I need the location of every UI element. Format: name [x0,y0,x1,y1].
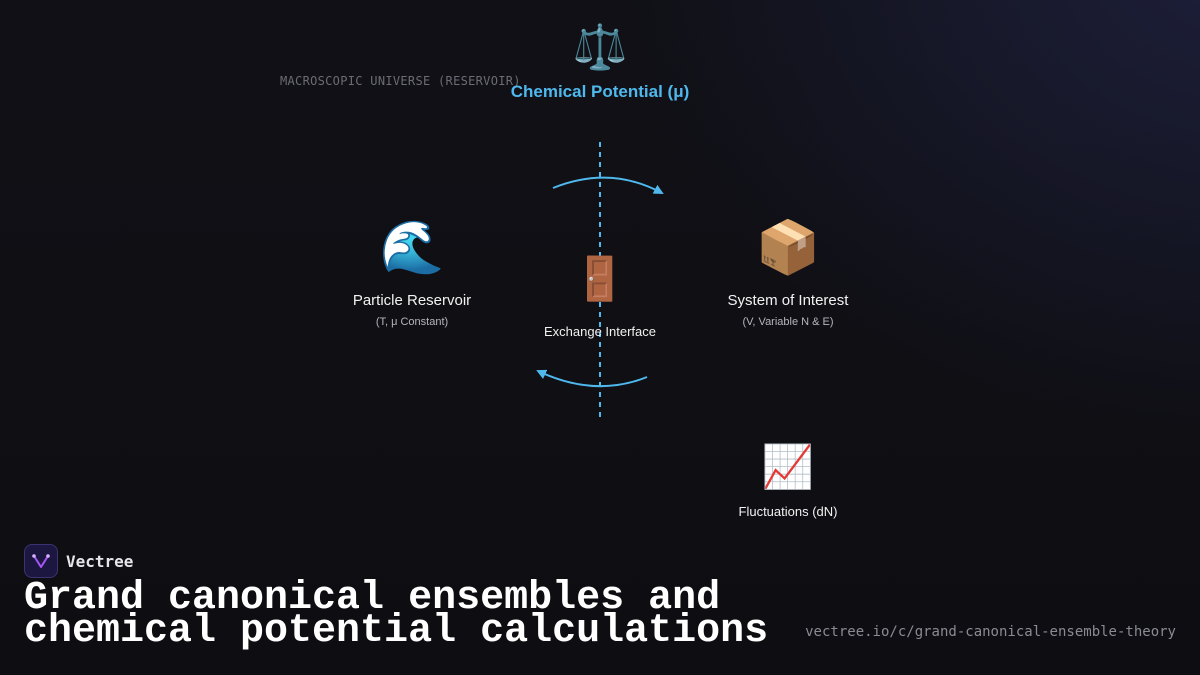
brand[interactable]: Vectree [24,544,133,578]
interface-label: Exchange Interface [543,324,657,339]
water-wave-icon: 🌊 [379,218,445,278]
exchange-interface-node: 🚪 Exchange Interface [543,254,657,340]
reservoir-title: Particle Reservoir [352,292,472,309]
balance-scale-icon: ⚖️ [572,22,628,73]
door-icon: 🚪 [573,254,627,303]
page-url[interactable]: vectree.io/c/grand-canonical-ensemble-th… [805,624,1176,640]
universe-label: MACROSCOPIC UNIVERSE (RESERVOIR) [280,74,521,88]
package-box-icon: 📦 [755,218,821,278]
chart-increasing-icon: 📈 [761,442,815,491]
vectree-logo-icon [24,544,58,578]
system-of-interest-node: 📦 System of Interest (V, Variable N & E) [728,222,849,328]
flow-arrow-to-system [552,176,664,194]
chemical-potential-label: Chemical Potential (μ) [510,82,690,101]
reservoir-subtitle: (T, μ Constant) [375,316,449,328]
page-title: Grand canonical ensembles and chemical p… [24,576,769,654]
chemical-potential-node: ⚖️ Chemical Potential (μ) [511,26,690,102]
system-title: System of Interest [727,292,849,309]
brand-name: Vectree [66,551,134,571]
particle-reservoir-node: 🌊 Particle Reservoir (T, μ Constant) [353,222,471,328]
fluctuations-node: 📈 Fluctuations (dN) [738,442,838,520]
system-subtitle: (V, Variable N & E) [742,316,834,328]
fluctuations-label: Fluctuations (dN) [738,504,838,519]
flow-arrow-to-reservoir [536,369,648,388]
